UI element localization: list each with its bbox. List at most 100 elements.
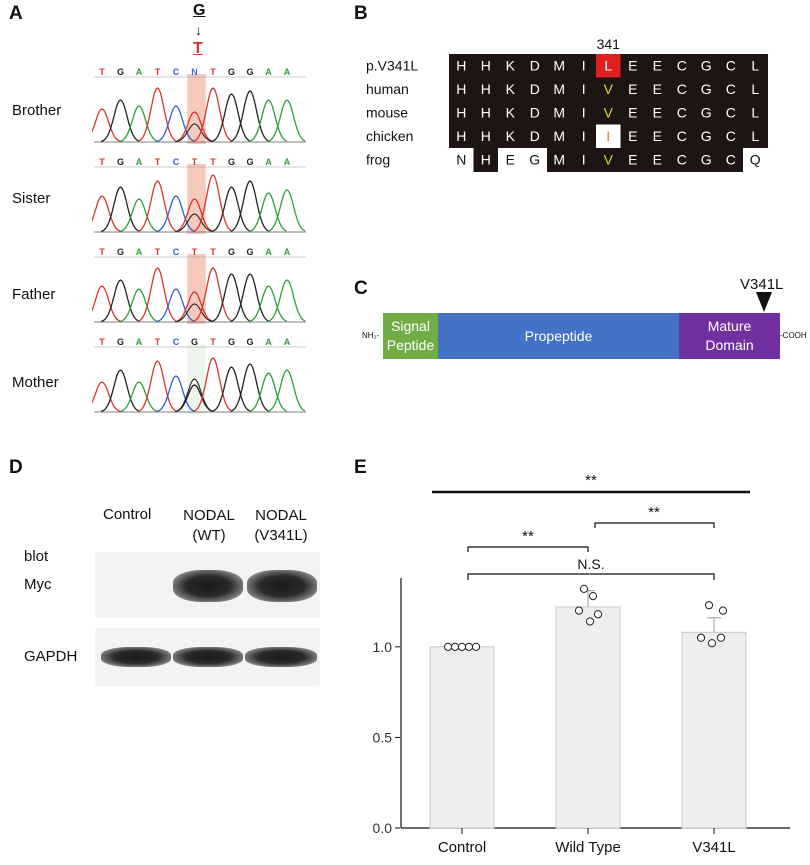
trace-peak	[267, 279, 306, 323]
alignment-residue: G	[701, 58, 712, 74]
y-tick-label: 0.5	[373, 729, 393, 745]
alignment-residue: G	[529, 152, 540, 168]
alignment-residue: I	[582, 81, 586, 97]
trace-peak	[193, 357, 232, 412]
trace-peak	[119, 105, 158, 143]
alignment-cell	[596, 124, 621, 149]
alignment-residue: C	[726, 128, 736, 144]
trace-peak	[137, 87, 176, 142]
alignment-cell	[669, 148, 695, 172]
alignment-cell	[694, 54, 719, 78]
variant-highlight	[187, 74, 206, 144]
panel-letter-e: E	[354, 457, 367, 478]
base-call: A	[136, 157, 143, 167]
alignment-residue: V	[604, 81, 614, 97]
data-point	[716, 633, 726, 642]
trace-peak	[267, 189, 306, 233]
alignment-cell	[571, 54, 597, 78]
base-call: T	[192, 157, 198, 167]
alignment-residue: V	[604, 152, 614, 168]
alignment-residue: E	[653, 81, 662, 97]
alignment-residue: C	[677, 58, 687, 74]
base-call: T	[210, 337, 216, 347]
alignment-cell	[669, 101, 695, 125]
alignment-cell	[743, 77, 768, 102]
alignment-residue: E	[653, 152, 662, 168]
alignment-residue: H	[481, 152, 491, 168]
blot-col-v341l-line1: NODAL	[255, 507, 307, 524]
trace-peak	[174, 198, 213, 233]
trace-peak	[156, 105, 195, 143]
mature-line2: Domain	[705, 337, 754, 353]
data-point	[574, 606, 584, 615]
propeptide-domain: Propeptide	[438, 313, 679, 359]
data-point	[696, 633, 706, 642]
alignment-cell	[645, 77, 670, 102]
base-call: T	[99, 247, 105, 257]
alignment-residue: Q	[750, 152, 761, 168]
alignment-cell	[498, 148, 523, 172]
alignment-residue: E	[628, 128, 637, 144]
alignment-residue: D	[530, 58, 540, 74]
alignment-residue: C	[677, 152, 687, 168]
data-point	[443, 642, 453, 651]
trace-peak	[193, 267, 232, 322]
blot-col-wt-line1: NODAL	[183, 507, 235, 524]
alignment-residue: L	[751, 81, 759, 97]
alignment-cell	[620, 77, 646, 102]
cooh-terminus: -COOH	[780, 331, 807, 340]
variant-highlight	[187, 164, 206, 234]
gapdh-band-v341l	[245, 647, 317, 667]
base-call: G	[246, 67, 253, 77]
signal-line1: Signal	[391, 318, 430, 334]
trace-peak	[230, 363, 269, 412]
x-tick-label: V341L	[692, 839, 735, 856]
trace-peak	[248, 372, 287, 413]
base-call: T	[155, 337, 161, 347]
trace-peak	[267, 369, 306, 413]
base-call: T	[99, 67, 105, 77]
x-tick-label: Wild Type	[555, 839, 621, 856]
trace-peak	[267, 99, 306, 143]
alignment-cell	[718, 148, 744, 172]
data-point	[707, 639, 717, 648]
base-call: G	[228, 157, 235, 167]
base-call: T	[210, 67, 216, 77]
alignment-residue: L	[604, 58, 612, 74]
data-point	[704, 601, 714, 610]
base-call: T	[155, 157, 161, 167]
alignment-cell	[596, 54, 621, 78]
alignment-residue: M	[553, 105, 565, 121]
alignment-cell	[522, 77, 548, 102]
mutation-site-label: V341L	[740, 276, 784, 293]
panel-letter-b: B	[354, 3, 368, 24]
alignment-row-label: chicken	[366, 128, 413, 144]
nh2-terminus: NH₂-	[362, 331, 380, 340]
alignment-cell	[449, 148, 474, 172]
bar-wild-type	[555, 606, 621, 829]
alignment-residue: E	[628, 105, 637, 121]
base-call: C	[173, 157, 180, 167]
alignment-residue: H	[456, 128, 466, 144]
trace-peak	[248, 285, 287, 323]
base-call: G	[117, 157, 124, 167]
trace-peak	[211, 273, 250, 322]
alignment-cell	[571, 124, 597, 149]
blot-col-wt: NODAL (WT)	[181, 506, 237, 546]
myc-band-wt	[173, 570, 243, 602]
blot-row-label-1: blot	[24, 548, 49, 565]
trace-peak	[92, 285, 121, 322]
base-call: A	[284, 157, 291, 167]
significance-control-v341l-top: **	[432, 472, 750, 494]
base-call: G	[191, 337, 198, 347]
alignment-cell	[547, 148, 572, 172]
alignment-residue: K	[506, 81, 516, 97]
base-call: G	[117, 67, 124, 77]
alignment-cell	[449, 124, 474, 149]
alignment-cell	[473, 148, 499, 172]
alignment-cell	[596, 148, 621, 172]
alignment-residue: E	[653, 58, 662, 74]
